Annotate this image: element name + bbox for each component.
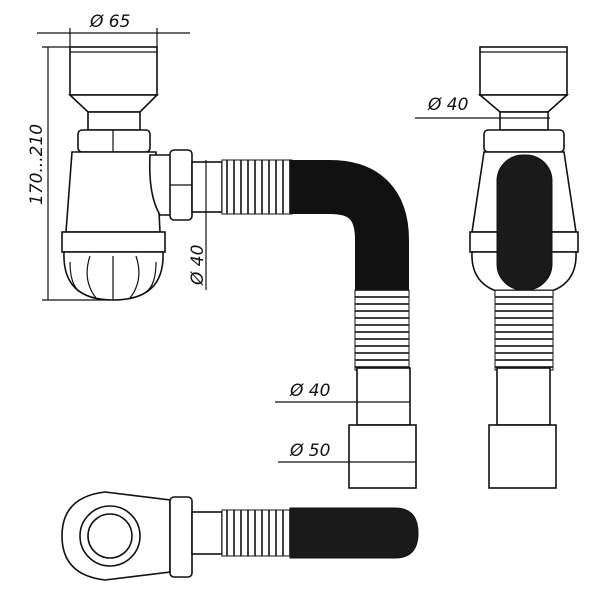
dim-pipe-50: Ø 50 [289,441,330,461]
corrugated-hose [221,159,293,215]
hose-bend [290,160,409,292]
cup-taper [67,94,159,113]
dim-side-inlet-diameter: Ø 40 [427,95,468,115]
dimension-lines: Ø 65 170...210 Ø 40 Ø 40 Ø 40 Ø 50 [27,12,550,463]
dim-top-diameter: Ø 65 [89,12,130,32]
top-nut [77,129,151,153]
dim-pipe-40: Ø 40 [289,381,330,401]
bottom-view [61,491,419,581]
top-cup [69,46,158,96]
front-view [61,46,417,489]
siphon-body [65,151,161,233]
side-view [469,46,579,489]
bowl-ring [61,231,166,253]
pipe-40 [356,367,411,426]
pipe-50 [348,424,417,489]
neck [87,111,141,131]
corrugated-hose-vertical [354,289,410,371]
dim-outlet-diameter: Ø 40 [188,245,208,286]
dim-height-range: 170...210 [27,124,47,205]
outlet-pipe [191,161,223,213]
